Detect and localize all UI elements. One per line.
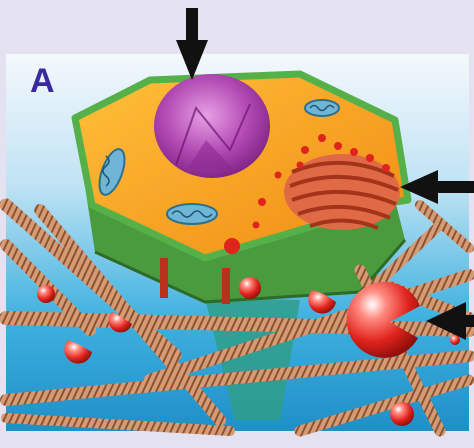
nucleus (154, 74, 270, 178)
panel-label: A (30, 64, 55, 98)
